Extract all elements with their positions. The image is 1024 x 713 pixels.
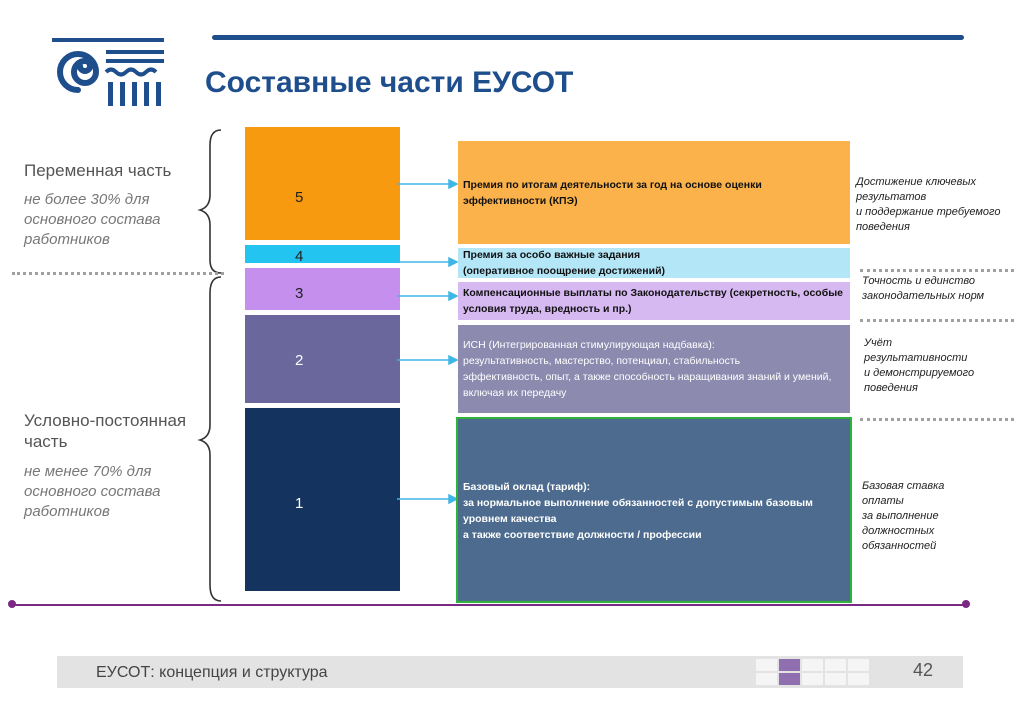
component-text: Премия за особо важные задания (оператив…: [463, 249, 666, 277]
note-separator: [860, 418, 1014, 421]
component-text: Базовый оклад (тариф): за нормальное вып…: [463, 481, 813, 541]
component-integrated-allowance: ИСН (Интегрированная стимулирующая надба…: [458, 325, 850, 413]
component-text: Компенсационные выплаты по Законодательс…: [463, 287, 843, 315]
note-base-rate: Базовая ставка оплаты за выполнение долж…: [862, 480, 945, 552]
variable-part-subtitle: не более 30% для основного состава работ…: [24, 191, 161, 248]
level-block-3: 3: [245, 268, 400, 310]
fixed-part-heading: Условно-постоянная часть: [24, 411, 187, 451]
level-block-2: 2: [245, 315, 400, 403]
note-separator: [860, 269, 1014, 272]
component-special-tasks-bonus: Премия за особо важные задания (оператив…: [458, 248, 850, 278]
level-block-4: 4: [245, 245, 400, 265]
level-number: 1: [295, 495, 304, 512]
page-number: 42: [913, 660, 934, 680]
baseline: [12, 604, 966, 606]
component-text: ИСН (Интегрированная стимулирующая надба…: [463, 339, 832, 399]
braces: [197, 129, 222, 602]
baseline-dot-left: [8, 600, 16, 608]
level-number: 4: [295, 248, 304, 265]
page-title: Составные части ЕУСОТ: [205, 66, 574, 99]
component-compensation-payments: Компенсационные выплаты по Законодательс…: [458, 282, 850, 320]
level-number: 5: [295, 189, 304, 206]
level-block-1: 1: [245, 408, 400, 591]
note-performance: Учёт результативности и демонстрируемого…: [864, 337, 975, 394]
fixed-part-subtitle: не менее 70% для основного состава работ…: [24, 463, 161, 520]
footer-title: ЕУСОТ: концепция и структура: [96, 664, 328, 681]
separator-variable-fixed: [12, 272, 224, 275]
variable-part-heading: Переменная часть: [24, 161, 172, 180]
level-number: 2: [295, 352, 304, 369]
note-legal-norms: Точность и единство законодательных норм: [862, 275, 985, 302]
level-number: 3: [295, 285, 304, 302]
component-base-salary: Базовый оклад (тариф): за нормальное вып…: [456, 417, 852, 603]
note-key-results: Достижение ключевых результатов и поддер…: [856, 176, 1001, 233]
header-rule: [212, 35, 964, 40]
arrows: [397, 178, 459, 505]
level-block-5: 5: [245, 127, 400, 240]
component-annual-bonus: Премия по итогам деятельности за год на …: [458, 141, 850, 244]
company-logo: [52, 38, 164, 106]
baseline-dot-right: [962, 600, 970, 608]
note-separator: [860, 319, 1014, 322]
component-text: Премия по итогам деятельности за год на …: [463, 178, 762, 207]
slide-progress-indicator: [756, 657, 896, 687]
